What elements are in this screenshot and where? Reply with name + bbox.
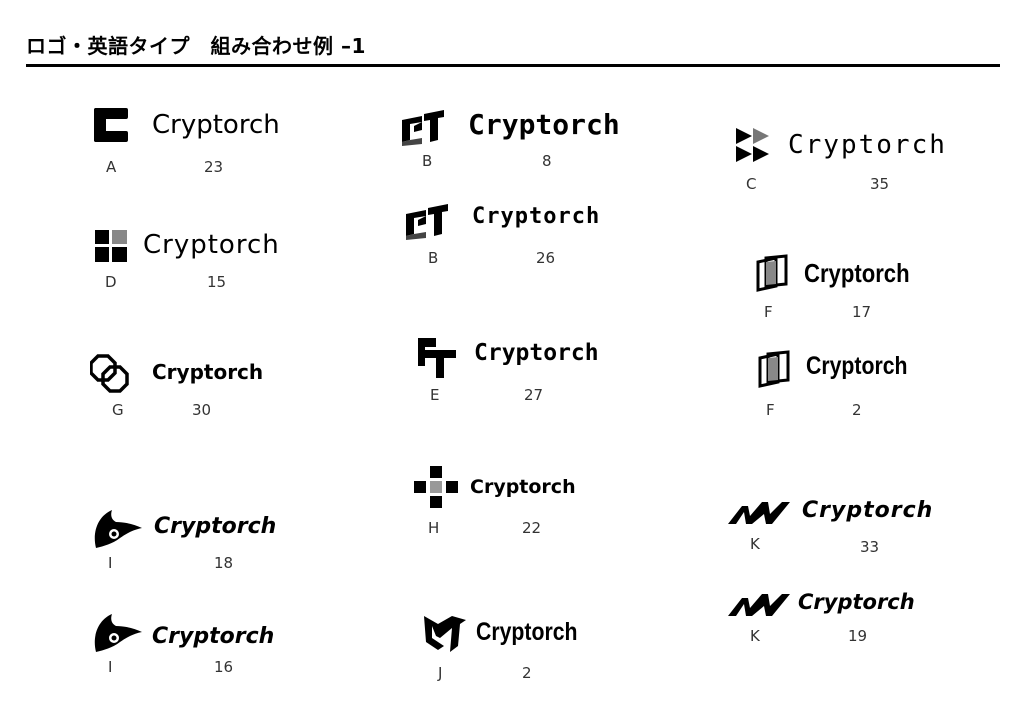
logo-item-h-22: Cryptorch H 22: [414, 466, 614, 538]
logo-number: 30: [192, 401, 212, 419]
ct-block-icon: [406, 204, 448, 240]
wordmark: Cryptorch: [152, 360, 264, 384]
logo-number: 2: [522, 664, 532, 682]
logo-letter: F: [764, 303, 773, 321]
logo-letter: E: [430, 386, 440, 404]
wordmark: Cryptorch: [154, 514, 277, 539]
logo-letter: A: [106, 158, 117, 176]
wordmark: Cryptorch: [468, 108, 620, 141]
zigzag-icon: [728, 594, 790, 616]
wordmark: Cryptorch: [470, 476, 576, 498]
logo-number: 22: [522, 519, 542, 537]
logo-letter: I: [108, 658, 113, 676]
logo-item-f-17: Cryptorch F 17: [754, 254, 944, 324]
overlapping-squares-icon: [758, 350, 790, 388]
logo-number: 16: [214, 658, 234, 676]
wordmark: Cryptorch: [474, 340, 599, 366]
ct-block-icon: [402, 110, 444, 146]
logo-number: 15: [207, 273, 227, 291]
logo-letter: C: [746, 175, 757, 193]
logo-item-c-35: Cryptorch C 35: [736, 126, 976, 196]
logo-number: 19: [848, 627, 868, 645]
logo-letter: G: [112, 401, 124, 419]
logo-letter: K: [750, 535, 760, 553]
logo-number: 23: [204, 158, 224, 176]
title-divider: [26, 64, 1000, 67]
wordmark: Cryptorch: [788, 130, 947, 160]
logo-letter: D: [105, 273, 117, 291]
logo-item-b-26: Cryptorch B 26: [404, 200, 634, 270]
logo-number: 17: [852, 303, 872, 321]
logo-item-f-2: Cryptorch F 2: [756, 350, 946, 422]
logo-number: 35: [870, 175, 890, 193]
logo-item-g-30: Cryptorch G 30: [90, 354, 280, 424]
folded-m-icon: [424, 616, 466, 652]
logo-number: 8: [542, 152, 552, 170]
wordmark: Cryptorch: [798, 590, 915, 614]
logo-number: 33: [860, 538, 880, 556]
logo-item-b-8: Cryptorch B 8: [400, 108, 630, 173]
wordmark: Cryptorch: [806, 352, 908, 380]
wordmark: Cryptorch: [802, 498, 934, 523]
logo-letter: I: [108, 554, 113, 572]
wordmark: Cryptorch: [152, 624, 275, 649]
logo-letter: B: [422, 152, 433, 170]
bracket-c-icon: [94, 108, 128, 142]
wordmark: Cryptorch: [476, 618, 578, 646]
zigzag-icon: [728, 502, 790, 524]
grid-squares-icon: [95, 230, 127, 262]
wordmark: Cryptorch: [472, 204, 601, 229]
logo-item-j-2: Cryptorch J 2: [424, 616, 604, 686]
wordmark: Cryptorch: [804, 258, 910, 288]
logo-item-d-15: Cryptorch D 15: [95, 230, 315, 300]
wordmark: Cryptorch: [152, 110, 280, 140]
logo-letter: H: [428, 519, 440, 537]
logo-letter: J: [438, 664, 443, 682]
logo-item-k-19: Cryptorch K 19: [728, 590, 958, 650]
logo-number: 2: [852, 401, 862, 419]
bird-head-icon: [94, 510, 142, 548]
stacked-bars-icon: [418, 338, 456, 378]
logo-letter: F: [766, 401, 775, 419]
logo-item-i-16: Cryptorch I 16: [90, 612, 320, 682]
logo-item-k-33: Cryptorch K 33: [728, 498, 958, 558]
linked-octagons-icon: [90, 354, 129, 393]
logo-letter: K: [750, 627, 760, 645]
bird-head-icon: [94, 614, 142, 652]
overlapping-squares-icon: [756, 254, 788, 292]
logo-number: 27: [524, 386, 544, 404]
logo-number: 26: [536, 249, 556, 267]
logo-item-e-27: Cryptorch E 27: [418, 338, 618, 408]
page-title: ロゴ・英語タイプ 組み合わせ例 –1: [26, 34, 366, 58]
wordmark: Cryptorch: [143, 230, 280, 260]
logo-letter: B: [428, 249, 439, 267]
logo-item-i-18: Cryptorch I 18: [90, 508, 310, 578]
logo-number: 18: [214, 554, 234, 572]
triangle-cluster-icon: [736, 128, 769, 162]
logo-item-a-23: Cryptorch A 23: [94, 108, 314, 178]
cross-squares-icon: [414, 466, 458, 508]
